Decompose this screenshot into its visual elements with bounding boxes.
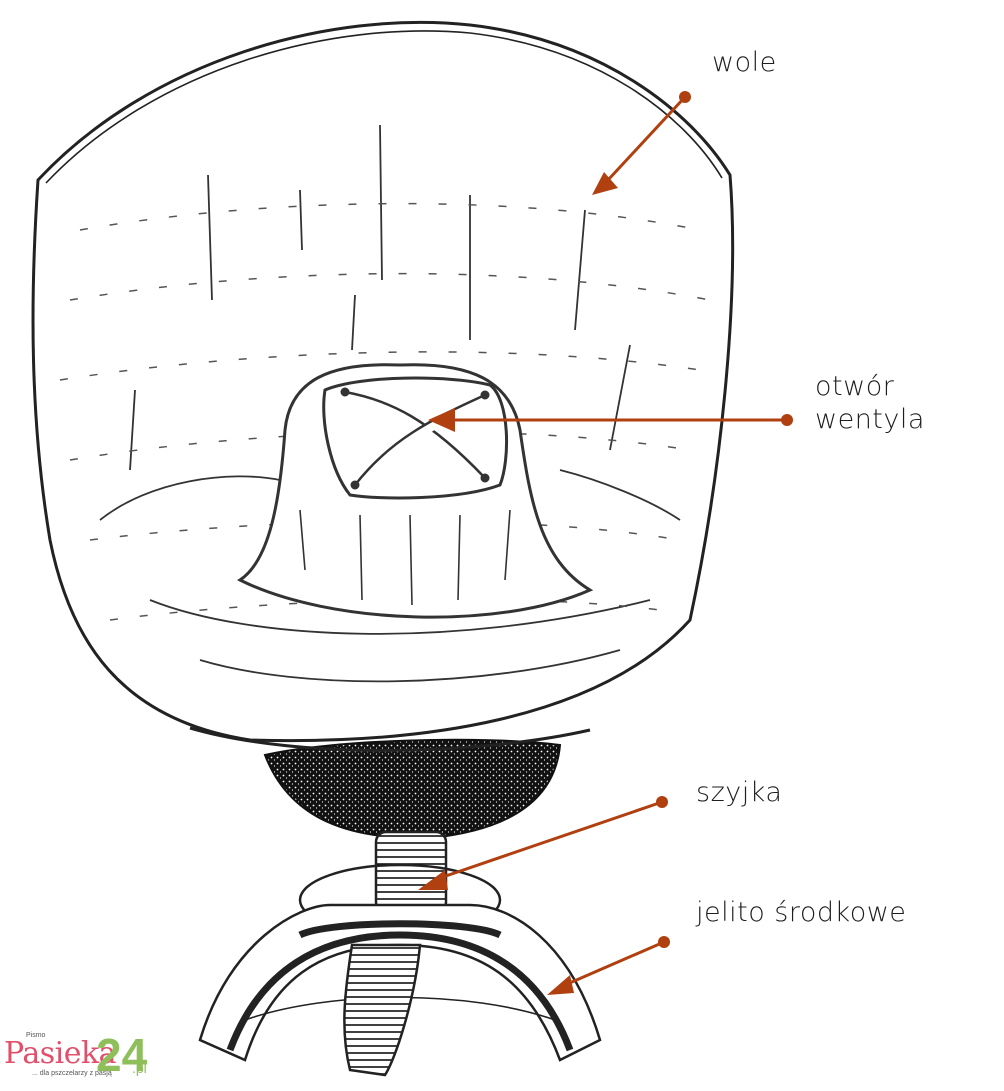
arrow-jelito [547, 936, 670, 995]
label-szyjka: szyjka [696, 777, 783, 808]
label-jelito: jelito środkowe [696, 897, 907, 928]
lower-tube [343, 943, 422, 1077]
label-otwor-line1: otwór [815, 371, 895, 402]
proventriculus-valve [237, 363, 594, 619]
logo-domain: .pl [132, 1060, 147, 1076]
neck [374, 830, 448, 914]
stippled-base [263, 738, 562, 840]
arrows [418, 91, 793, 995]
logo-pismo: Pismo [26, 1032, 46, 1039]
label-wole: wole [712, 47, 777, 78]
midgut [198, 903, 602, 1062]
logo-name: Pasieka [4, 1036, 117, 1071]
logo-tagline: ... dla pszczelarzy z pasją [32, 1070, 112, 1077]
arrow-otwor [428, 408, 793, 432]
logo-number: 24 [96, 1029, 148, 1081]
arrow-szyjka [418, 796, 668, 890]
label-otwor-line2: wentyla [815, 404, 925, 435]
arrow-wole [592, 91, 691, 195]
pasieka24-logo: Pismo Pasieka 24 .pl ... dla pszczelarzy… [4, 1029, 154, 1086]
